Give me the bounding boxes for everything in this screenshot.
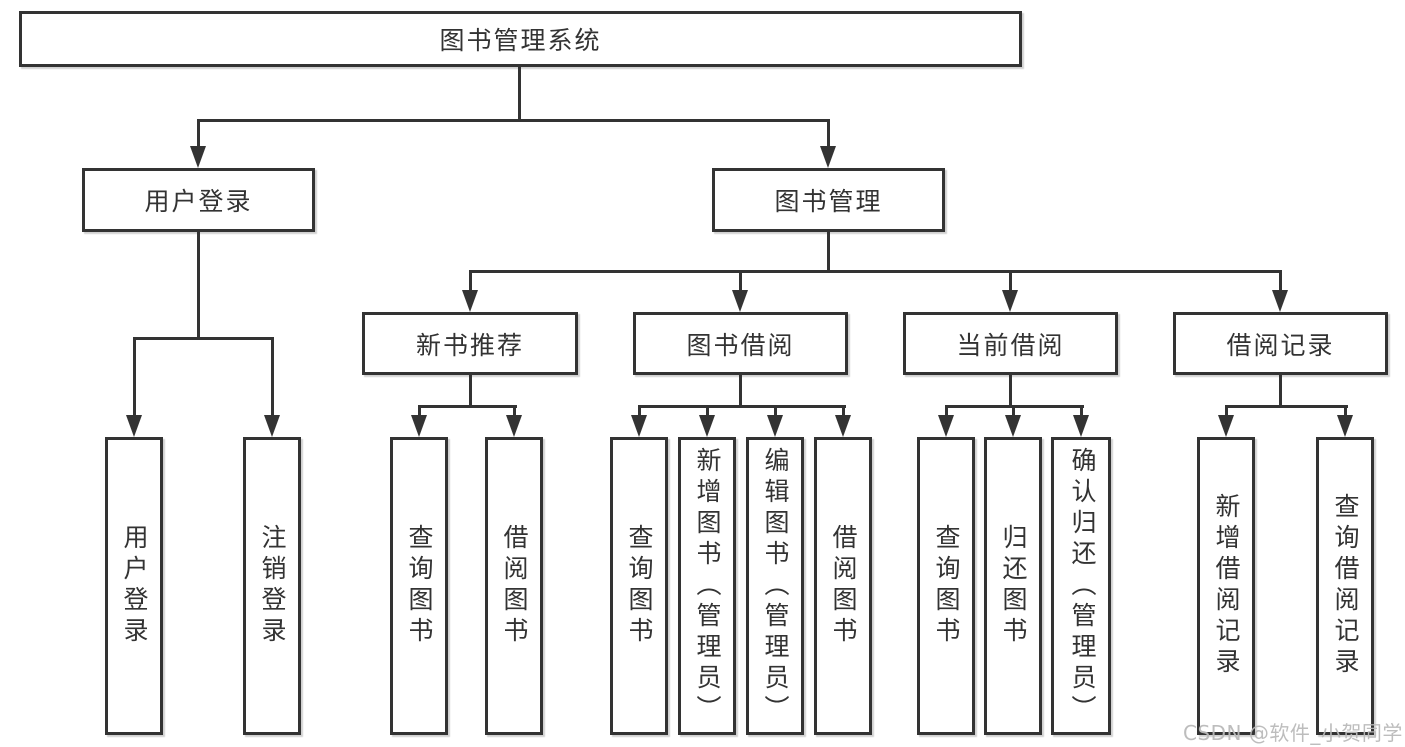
connector-line	[197, 119, 830, 122]
node-book-borrow: 图书借阅	[633, 312, 848, 375]
arrow-down-icon	[1002, 290, 1018, 312]
node-book-management: 图书管理	[712, 168, 945, 232]
arrow-down-icon	[506, 415, 522, 437]
arrow-down-icon	[264, 415, 280, 437]
connector-line	[706, 405, 709, 417]
connector-line	[1009, 270, 1012, 292]
leaf-borrow-books-recommend: 借阅图书	[485, 437, 543, 735]
connector-line	[638, 405, 846, 408]
connector-line	[827, 232, 830, 273]
leaf-user-login: 用户登录	[105, 437, 163, 735]
arrow-down-icon	[767, 415, 783, 437]
connector-line	[945, 405, 948, 417]
arrow-down-icon	[1272, 290, 1288, 312]
arrow-down-icon	[1005, 415, 1021, 437]
connector-line	[418, 405, 421, 417]
arrow-down-icon	[938, 415, 954, 437]
connector-line	[197, 119, 200, 148]
leaf-logout: 注销登录	[243, 437, 301, 735]
connector-line	[1225, 405, 1348, 408]
connector-line	[638, 405, 641, 417]
arrow-down-icon	[631, 415, 647, 437]
arrow-down-icon	[190, 146, 206, 168]
connector-line	[469, 270, 1282, 273]
watermark-text: CSDN @软件_小贺同学	[1183, 721, 1403, 745]
leaf-add-books-admin: 新增图书（管理员）	[678, 437, 736, 735]
arrow-down-icon	[1218, 415, 1234, 437]
leaf-query-books-current: 查询图书	[917, 437, 975, 735]
arrow-down-icon	[732, 290, 748, 312]
leaf-confirm-return-admin: 确认归还（管理员）	[1051, 437, 1111, 735]
arrow-down-icon	[126, 415, 142, 437]
connector-line	[739, 270, 742, 292]
node-current-borrow: 当前借阅	[903, 312, 1118, 375]
leaf-edit-books-admin: 编辑图书（管理员）	[746, 437, 804, 735]
connector-line	[1279, 270, 1282, 292]
arrow-down-icon	[835, 415, 851, 437]
node-user-login: 用户登录	[82, 168, 315, 232]
connector-line	[518, 67, 521, 121]
connector-line	[469, 270, 472, 292]
connector-line	[774, 405, 777, 417]
leaf-add-borrow-record: 新增借阅记录	[1197, 437, 1255, 735]
leaf-query-books-borrow: 查询图书	[610, 437, 668, 735]
connector-line	[418, 405, 517, 408]
node-borrow-records: 借阅记录	[1173, 312, 1388, 375]
arrow-down-icon	[820, 146, 836, 168]
connector-line	[1279, 375, 1282, 407]
connector-line	[1009, 375, 1012, 407]
connector-line	[133, 337, 274, 340]
leaf-query-borrow-record: 查询借阅记录	[1316, 437, 1374, 735]
connector-line	[271, 337, 274, 417]
connector-line	[1012, 405, 1015, 417]
connector-line	[469, 375, 472, 407]
leaf-return-books: 归还图书	[984, 437, 1042, 735]
leaf-query-books-recommend: 查询图书	[390, 437, 448, 735]
connector-line	[842, 405, 845, 417]
connector-line	[827, 119, 830, 148]
connector-line	[1225, 405, 1228, 417]
arrow-down-icon	[1073, 415, 1089, 437]
connector-line	[197, 232, 200, 339]
connector-line	[513, 405, 516, 417]
connector-line	[739, 375, 742, 407]
connector-line	[133, 337, 136, 417]
connector-line	[1080, 405, 1083, 417]
connector-line	[1344, 405, 1347, 417]
arrow-down-icon	[699, 415, 715, 437]
arrow-down-icon	[411, 415, 427, 437]
arrow-down-icon	[1337, 415, 1353, 437]
node-library-system: 图书管理系统	[19, 11, 1022, 67]
node-new-book-recommend: 新书推荐	[362, 312, 578, 375]
arrow-down-icon	[462, 290, 478, 312]
leaf-borrow-books: 借阅图书	[814, 437, 872, 735]
